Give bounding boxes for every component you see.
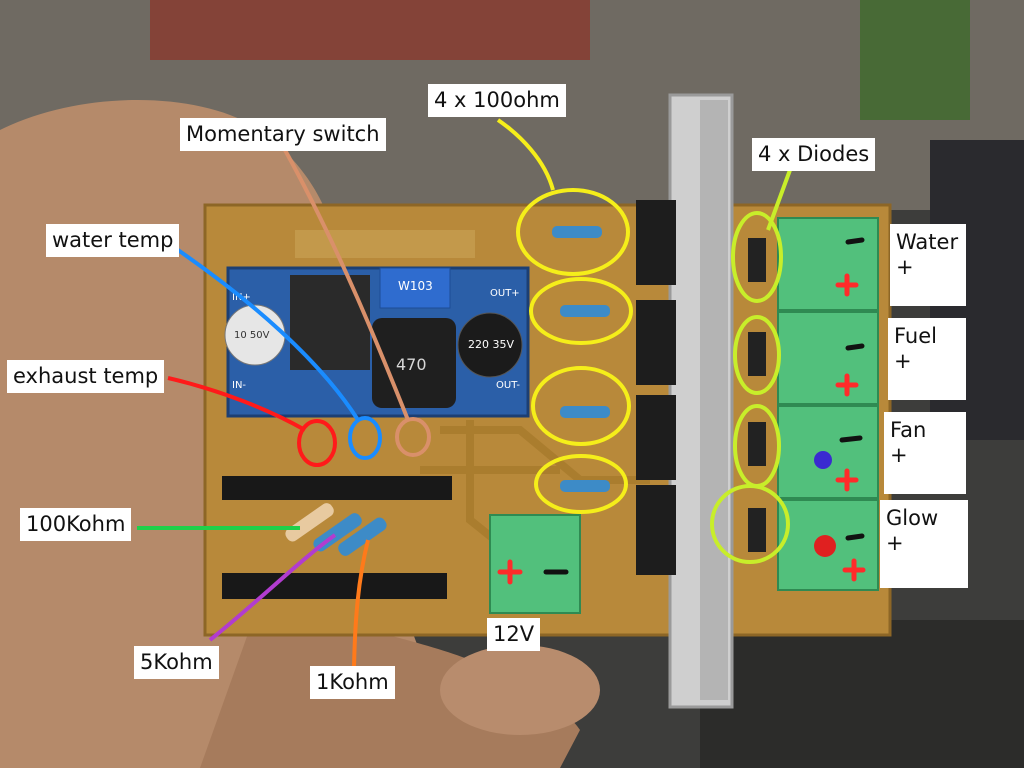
bg-red-shelf xyxy=(150,0,590,60)
header-strip-top xyxy=(222,476,452,500)
cap-right-marking: 220 35V xyxy=(468,338,514,351)
heatsink-shade xyxy=(700,100,728,700)
out-minus-marking: OUT- xyxy=(496,380,520,391)
mosfet xyxy=(636,200,676,285)
diode-1 xyxy=(748,238,766,282)
label-terminal-fan: Fan + xyxy=(884,412,966,494)
label-exhaust-temp: exhaust temp xyxy=(7,360,165,394)
bg-green-blur xyxy=(860,0,970,120)
annotation-lime xyxy=(710,169,792,564)
terminal-block-12v xyxy=(489,514,581,614)
resistor-1k xyxy=(338,517,387,556)
label-terminal-water: Water + xyxy=(890,224,966,306)
label-terminal-fuel: Fuel + xyxy=(888,318,966,400)
pcb-silk xyxy=(295,230,475,258)
annotation-blue xyxy=(176,248,382,460)
label-1kohm: 1Kohm xyxy=(310,666,395,700)
regulator-ic xyxy=(290,275,370,370)
annotation-purple xyxy=(208,533,337,642)
thumb xyxy=(440,645,600,735)
inductor-marking: 470 xyxy=(396,355,427,374)
diode-3 xyxy=(748,422,766,466)
annotation-orange xyxy=(352,539,370,669)
resistor-100ohm-4 xyxy=(560,480,610,492)
capacitor-right xyxy=(457,312,523,378)
diode-2 xyxy=(748,332,766,376)
terminal-marks xyxy=(497,237,866,585)
potentiometer xyxy=(379,267,451,309)
terminal-sign: + xyxy=(894,349,912,374)
terminal-name: Water xyxy=(896,230,959,254)
label-terminal-glow: Glow + xyxy=(880,500,968,588)
label-water-temp: water temp xyxy=(46,224,180,258)
label-4x100ohm: 4 x 100ohm xyxy=(428,84,566,118)
terminal-name: Fuel xyxy=(894,324,937,348)
paint-dot-fan xyxy=(814,451,832,469)
label-momentary-switch: Momentary switch xyxy=(180,118,386,152)
terminal-block-water xyxy=(777,217,879,311)
resistor-100ohm-2 xyxy=(560,305,610,317)
resistor-100ohm-3 xyxy=(560,406,610,418)
cap-left-marking: 10 50V xyxy=(234,330,270,341)
mosfet xyxy=(636,485,676,575)
terminal-name: Fan xyxy=(890,418,927,442)
terminal-sign: + xyxy=(890,443,908,468)
label-12v: 12V xyxy=(487,618,541,652)
header-strip-bottom xyxy=(222,573,447,599)
pot-marking: W103 xyxy=(398,279,433,293)
annotation-yellow xyxy=(496,118,633,514)
terminal-sign: + xyxy=(896,255,914,280)
terminal-sign: + xyxy=(886,531,904,556)
mosfet xyxy=(636,300,676,385)
bg-bottom-right xyxy=(700,620,1024,768)
annotation-brown xyxy=(283,149,431,457)
paint-dot-glow xyxy=(814,535,836,557)
in-minus-marking: IN- xyxy=(232,380,246,391)
diode-4 xyxy=(748,508,766,552)
out-plus-marking: OUT+ xyxy=(490,288,520,299)
resistor-100ohm-1 xyxy=(552,226,602,238)
label-100kohm: 100Kohm xyxy=(20,508,132,542)
label-4x-diodes: 4 x Diodes xyxy=(752,138,876,172)
terminal-block-fuel xyxy=(777,311,879,405)
mosfet xyxy=(636,395,676,480)
annotation-red xyxy=(167,376,337,467)
terminal-name: Glow xyxy=(886,506,939,530)
label-5kohm: 5Kohm xyxy=(134,646,219,680)
terminal-block-fan xyxy=(777,405,879,499)
resistor-100k xyxy=(285,503,334,542)
